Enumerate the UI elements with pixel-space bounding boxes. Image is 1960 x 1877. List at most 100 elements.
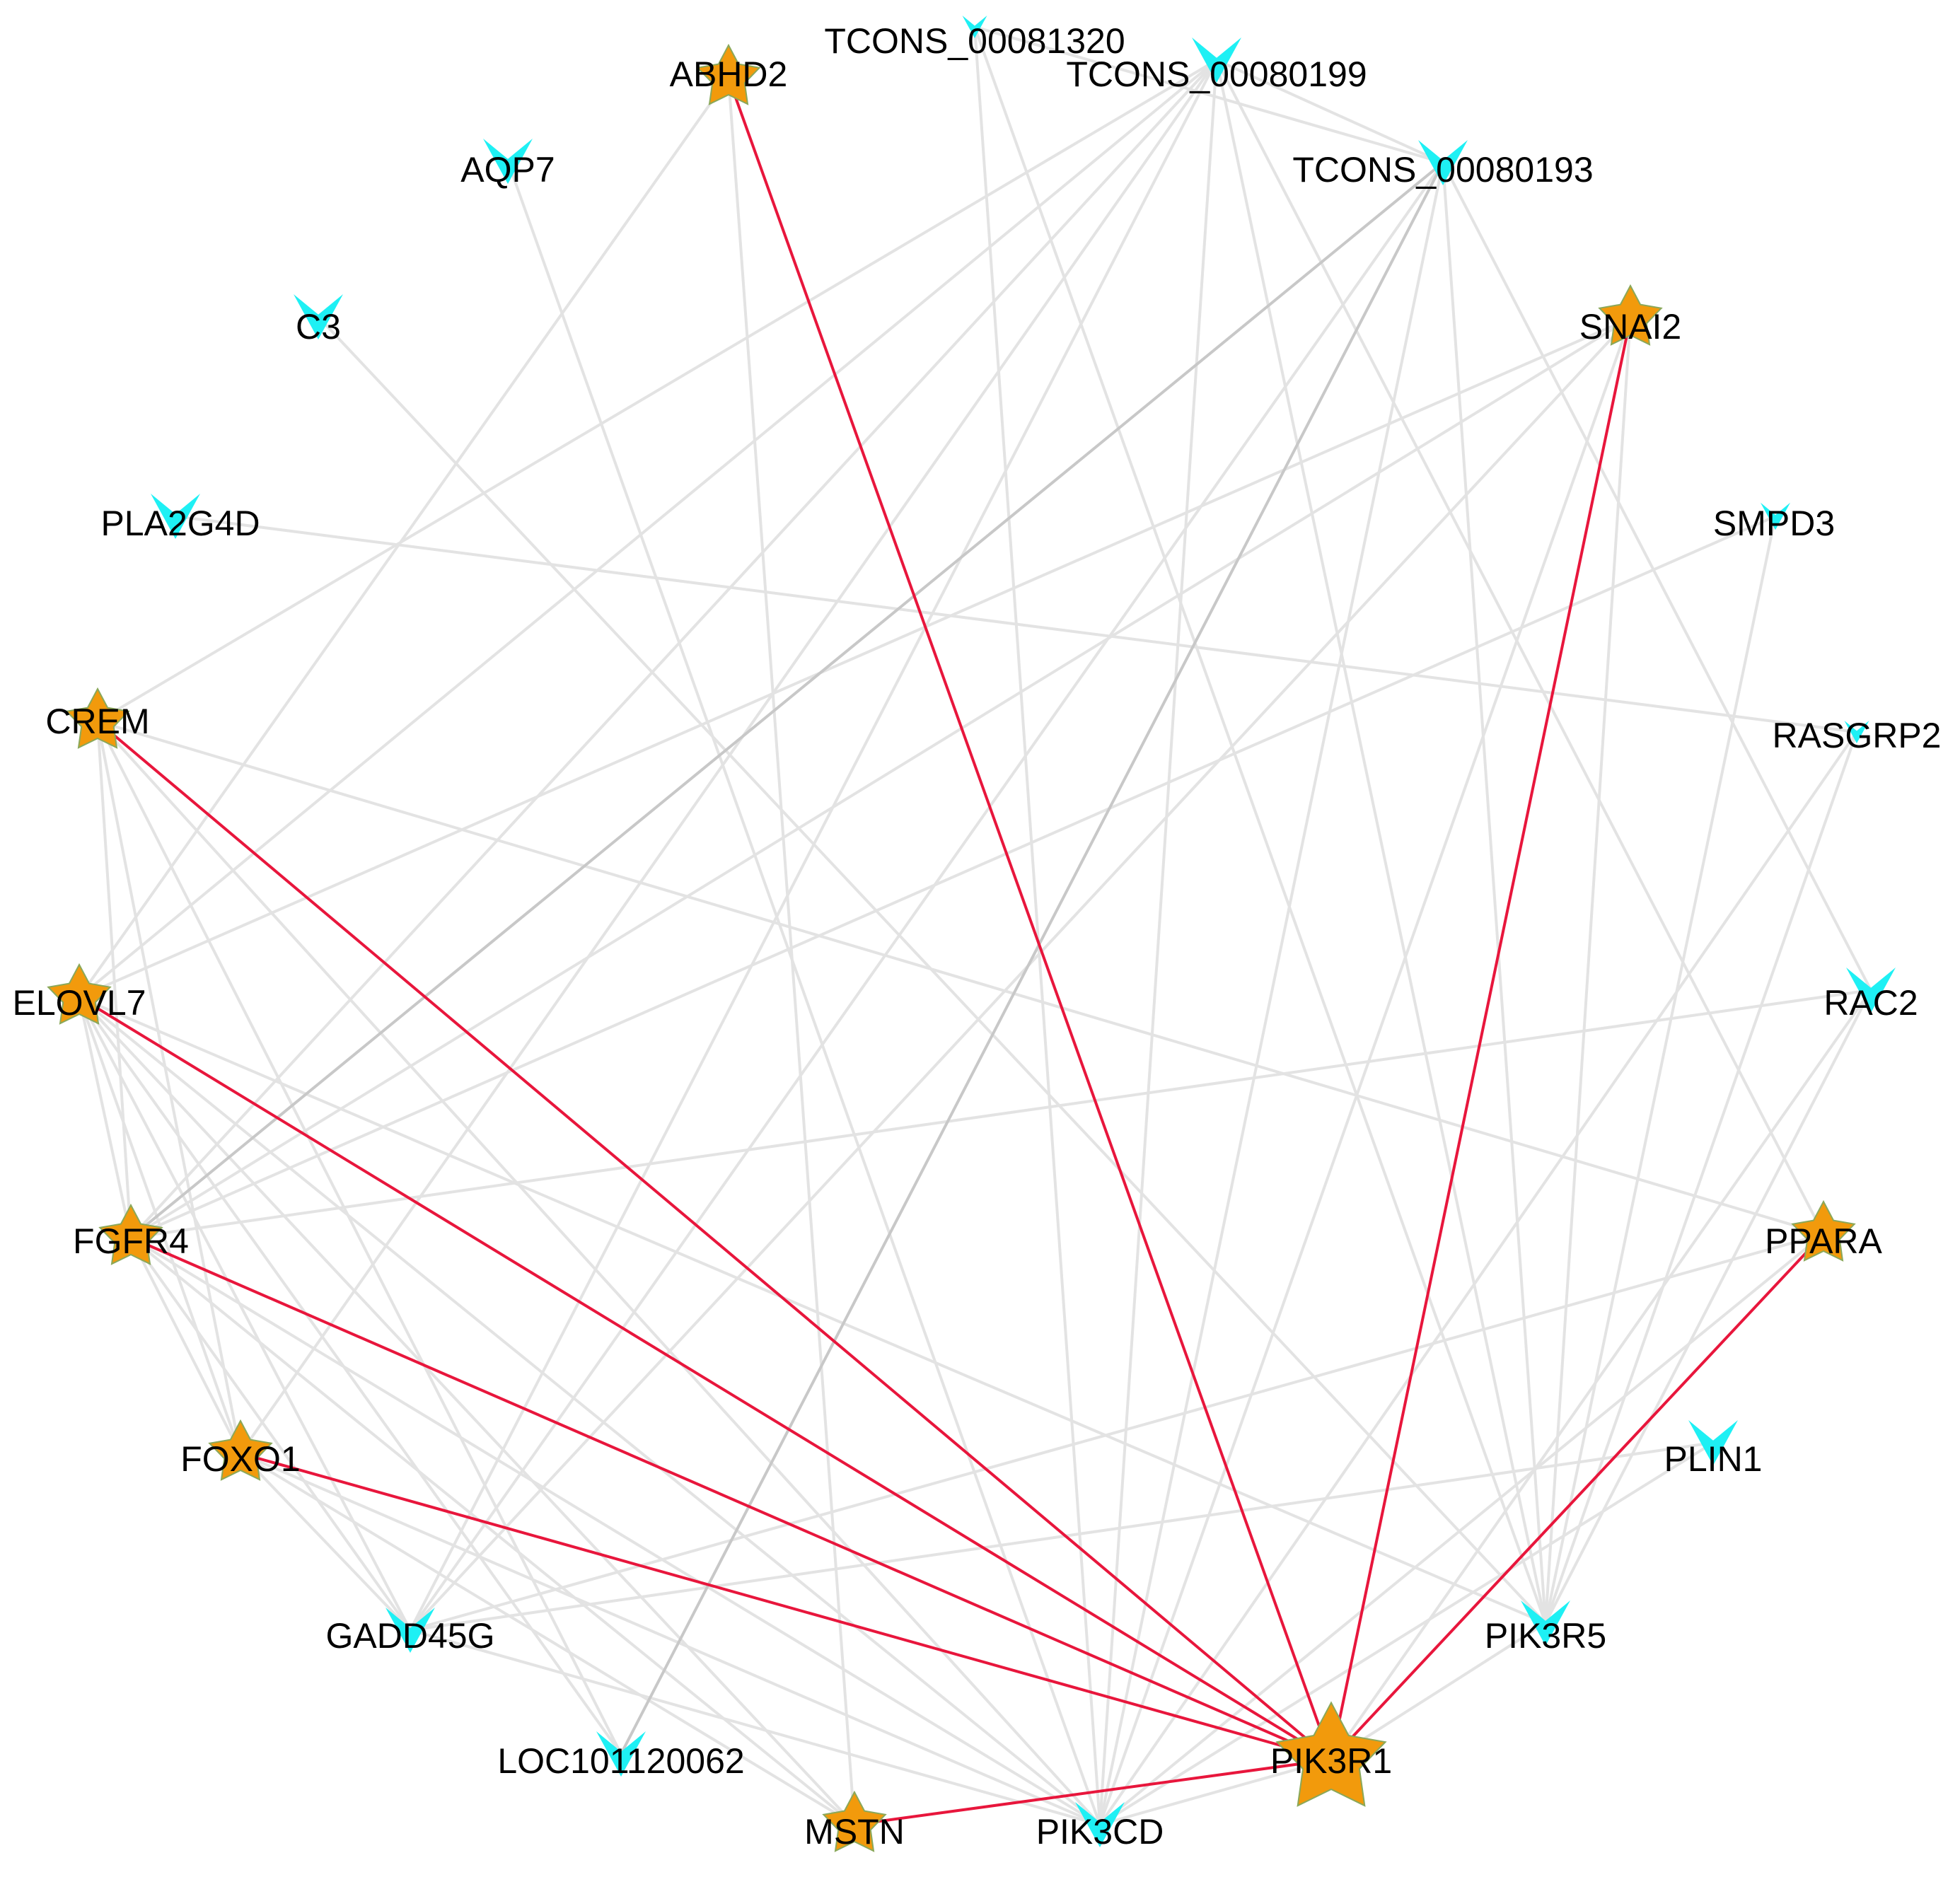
edge-elovl7-pik3r5 [79,996,1546,1625]
highlight-edge-snai2-pik3r1 [1330,318,1632,1760]
star-icon[interactable] [1791,1199,1856,1262]
edge-ppara-gadd45g [410,1233,1824,1632]
edge-tcons_00080193-gadd45g [409,161,1444,1632]
highlight-edge-ppara-pik3r1 [1330,1233,1825,1761]
edge-foxo1-pik3cd [240,1452,1101,1826]
edge-tcons_00080199-pik3r5 [1215,59,1547,1624]
edge-foxo1-gadd45g [239,1452,412,1632]
edge-abhd2-mstn [727,77,856,1825]
edge-ppara-pik3cd [1098,1233,1825,1826]
chevron-down-icon[interactable] [1844,721,1869,743]
edge-tcons_00080199-elovl7 [78,59,1218,999]
edge-tcons_00080199-ppara [1215,59,1825,1235]
edge-crem-fgfr4 [96,721,132,1238]
edge-pik3cd-pik3r1 [1099,1758,1332,1826]
edge-elovl7-gadd45g [78,996,412,1631]
edge-plin1-pik3cd [1098,1441,1715,1826]
edge-crem-pik3cd [96,720,1101,1826]
chevron-down-icon[interactable] [1761,502,1790,530]
edge-tcons_00080199-fgfr4 [129,59,1218,1239]
edge-tcons_00080193-pik3r5 [1442,162,1547,1624]
highlight-edge-elovl7-pik3r1 [78,996,1333,1761]
edge-rasgrp2-pik3cd [1098,731,1858,1826]
edge-crem-foxo1 [96,721,242,1454]
node-label-loc101120062: LOC101120062 [497,1741,744,1781]
edge-tcons_00080199-foxo1 [239,59,1218,1455]
edge-elovl7-mstn [78,996,856,1826]
edge-foxo1-mstn [239,1452,856,1826]
node-label-smpd3: SMPD3 [1713,504,1835,543]
chevron-down-icon[interactable] [1521,1600,1570,1646]
node-label-c3: C3 [296,307,341,347]
node-label-pik3r1: PIK3R1 [1270,1741,1392,1781]
star-icon[interactable] [98,1203,163,1265]
chevron-down-icon[interactable] [1075,1802,1125,1847]
edge-tcons_00080199-tcons_00080193 [1216,59,1444,164]
star-icon[interactable] [696,43,761,105]
node-label-tcons_00080193: TCONS_00080193 [1292,150,1593,190]
edge-tcons_00081320-tcons_00080193 [974,25,1444,164]
edge-elovl7-fgfr4 [78,996,132,1238]
chevron-down-icon[interactable] [1192,37,1241,83]
edge-elovl7-pik3cd [78,996,1101,1826]
edge-elovl7-foxo1 [78,996,242,1454]
edge-fgfr4-pik3cd [129,1236,1101,1826]
node-layer [47,16,1896,1852]
chevron-down-icon[interactable] [294,294,343,339]
chevron-down-icon[interactable] [1846,967,1896,1013]
node-label-snai2: SNAI2 [1579,307,1682,347]
node-label-rac2: RAC2 [1823,983,1918,1023]
edge-crem-ppara [97,720,1824,1236]
node-label-fgfr4: FGFR4 [73,1221,189,1261]
node-label-pik3cd: PIK3CD [1036,1812,1164,1852]
chevron-down-icon[interactable] [596,1731,646,1777]
edge-snai2-fgfr4 [129,317,1632,1239]
edge-rac2-fgfr4 [130,989,1872,1239]
edge-plin1-gadd45g [410,1441,1714,1632]
chevron-down-icon[interactable] [385,1608,435,1653]
chevron-down-icon[interactable] [151,494,200,539]
edge-fgfr4-foxo1 [129,1237,242,1454]
highlight-edge-foxo1-pik3r1 [240,1452,1332,1761]
edge-layer [78,25,1872,1826]
node-label-abhd2: ABHD2 [670,54,788,94]
highlight-edge-abhd2-pik3r1 [727,77,1333,1760]
chevron-down-icon[interactable] [483,139,533,184]
star-icon[interactable] [208,1419,273,1481]
node-label-mstn: MSTN [804,1812,905,1852]
highlight-edge-fgfr4-pik3r1 [130,1236,1332,1761]
edge-tcons_00080193-pik3cd [1098,162,1444,1825]
node-label-ppara: PPARA [1765,1221,1882,1261]
edge-snai2-elovl7 [79,317,1631,999]
node-label-foxo1: FOXO1 [180,1439,300,1479]
node-label-aqp7: AQP7 [460,150,555,190]
highlight-edge-mstn-pik3r1 [854,1758,1332,1826]
edge-fgfr4-mstn [129,1236,856,1826]
label-layer: PIK3R1 ABHD2 TCONS_00081320TCONS_00080199T… [12,21,1941,1852]
node-label-rasgrp2: RASGRP2 [1773,716,1942,755]
edge-tcons_00080193-fgfr4 [129,161,1444,1239]
edge-tcons_00080199-crem [96,59,1218,723]
star-icon[interactable] [1275,1701,1387,1807]
edge-rasgrp2-pik3r5 [1544,731,1858,1624]
edge-crem-loc101120062 [96,721,622,1755]
node-label-plin1: PLIN1 [1664,1439,1763,1479]
chevron-down-icon[interactable] [1688,1420,1738,1465]
edge-tcons_00080193-rac2 [1442,162,1872,991]
star-icon[interactable] [47,963,112,1025]
node-label-tcons_00080199: TCONS_00080199 [1066,54,1367,94]
edge-smpd3-pik3r5 [1544,516,1777,1624]
edge-aqp7-pik3cd [506,161,1101,1825]
edge-rac2-pik3r1 [1330,989,1872,1761]
edge-snai2-gadd45g [409,317,1632,1632]
edge-tcons_00081320-pik3r5 [973,26,1547,1624]
star-icon[interactable] [65,687,130,749]
edge-rac2-pik3r5 [1544,989,1872,1624]
chevron-down-icon[interactable] [1418,140,1468,185]
chevron-down-icon[interactable] [962,16,987,38]
star-icon[interactable] [822,1790,887,1852]
node-label-tcons_00081320: TCONS_00081320 [824,21,1125,61]
node-label-pik3r5: PIK3R5 [1485,1616,1606,1656]
star-icon[interactable] [1598,284,1663,346]
edge-gadd45g-pik3cd [410,1629,1101,1826]
